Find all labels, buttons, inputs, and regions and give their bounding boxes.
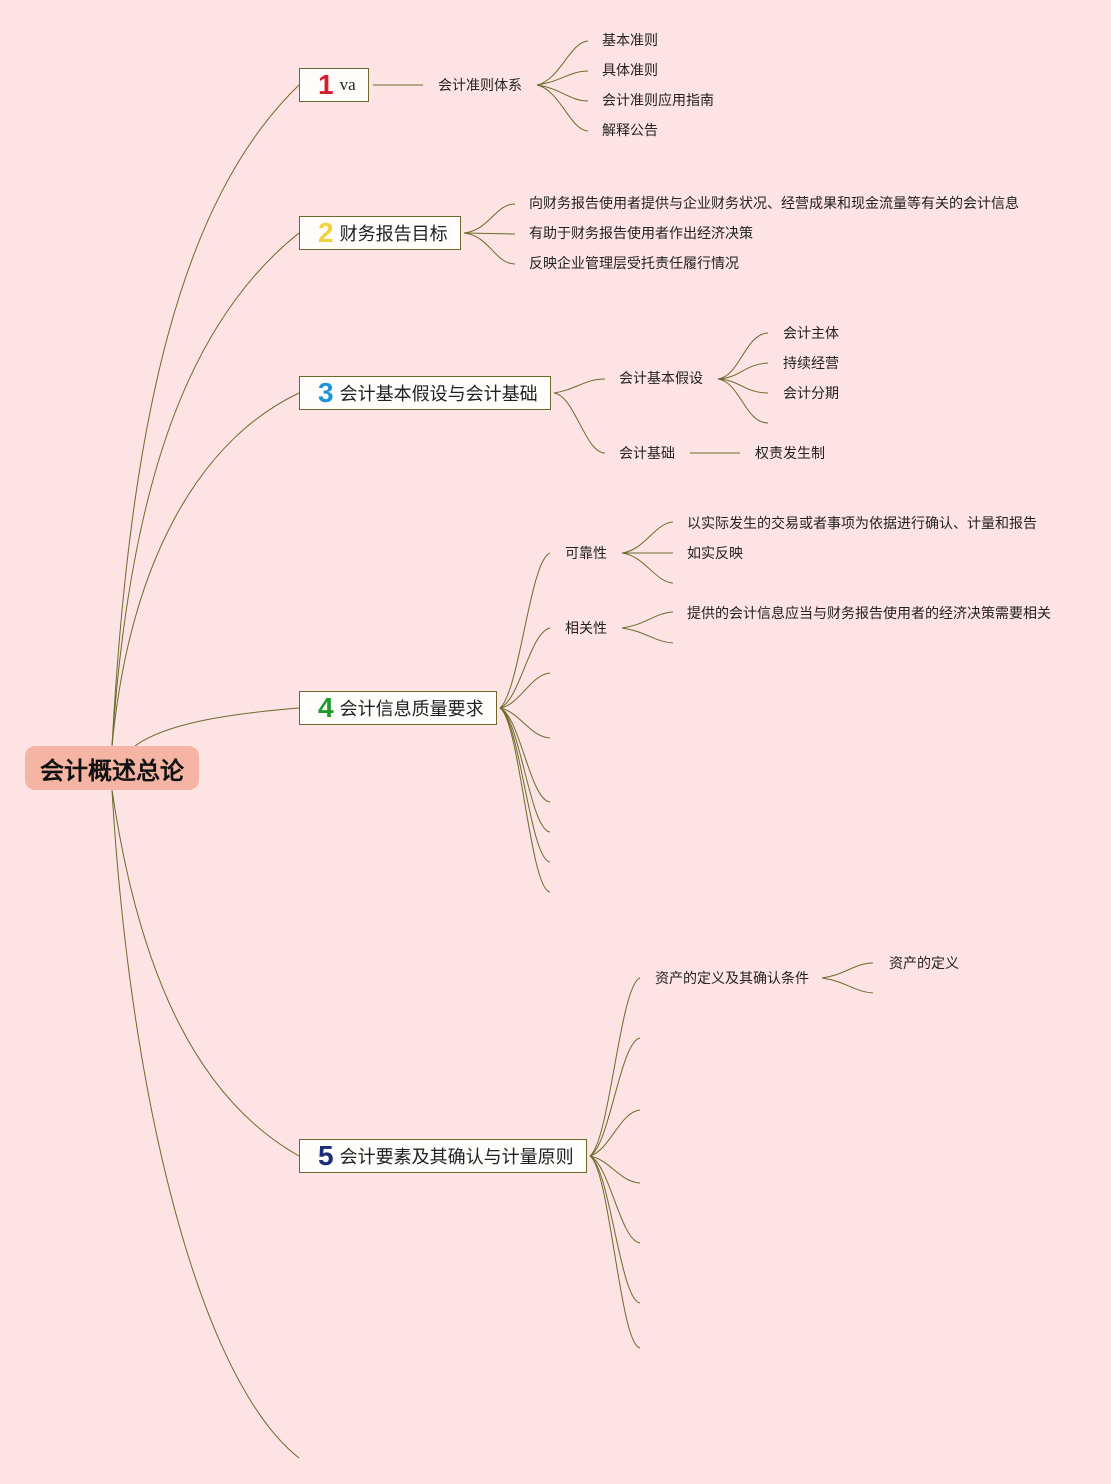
t4-sub-1[interactable]: 可靠性 (565, 546, 607, 562)
topic-3-number: 3 (318, 377, 334, 408)
link-t4-leaf4 (621, 611, 674, 629)
topic-4[interactable]: 4 会计信息质量要求 (299, 691, 497, 725)
link-t3-leaf3 (717, 378, 769, 394)
topic-2-number: 2 (318, 217, 334, 248)
link-t5-sub3 (589, 1109, 641, 1157)
link-t3-sub2 (553, 392, 606, 454)
link-t3-sub1 (553, 378, 606, 394)
link-t1-leaf1 (536, 40, 589, 86)
link-root-topic4 (134, 707, 300, 747)
topic-5-number: 5 (318, 1140, 334, 1171)
link-t4-sub4 (499, 707, 551, 739)
link-t5-sub5 (589, 1155, 641, 1244)
t4-leaf-3[interactable]: 提供的会计信息应当与财务报告使用者的经济决策需要相关 (687, 606, 1051, 622)
link-t5-sub1 (589, 977, 641, 1157)
link-root-topic5 (111, 789, 300, 1157)
topic-1-number: 1 (318, 69, 334, 100)
t5-leaf-1[interactable]: 资产的定义 (889, 956, 959, 972)
t4-leaf-1[interactable]: 以实际发生的交易或者事项为依据进行确认、计量和报告 (687, 516, 1037, 532)
link-t3-leaf4 (717, 378, 769, 424)
link-t4-leaf5 (621, 627, 674, 644)
t2-leaf-1[interactable]: 向财务报告使用者提供与企业财务状况、经营成果和现金流量等有关的会计信息 (529, 196, 1019, 212)
topic-2[interactable]: 2 财务报告目标 (299, 216, 461, 250)
link-t2-leaf2 (463, 232, 516, 235)
t3-leaf-1[interactable]: 会计主体 (783, 326, 839, 342)
link-t1-leaf4 (536, 84, 589, 132)
t2-leaf-3[interactable]: 反映企业管理层受托责任履行情况 (529, 256, 739, 272)
link-t5-sub7 (589, 1155, 641, 1349)
link-root-topic2 (111, 232, 300, 747)
t4-leaf-2[interactable]: 如实反映 (687, 546, 743, 562)
t1-leaf-3[interactable]: 会计准则应用指南 (602, 93, 714, 109)
link-t4-sub3 (499, 672, 551, 709)
t1-leaf-2[interactable]: 具体准则 (602, 63, 658, 79)
t3-sub-1[interactable]: 会计基本假设 (619, 371, 703, 387)
link-t1-leaf2 (536, 70, 589, 86)
topic-2-label: 财务报告目标 (339, 224, 448, 245)
t1-leaf-4[interactable]: 解释公告 (602, 123, 658, 139)
link-t5-sub6 (589, 1155, 641, 1304)
t5-sub-1[interactable]: 资产的定义及其确认条件 (655, 971, 809, 987)
topic-5[interactable]: 5 会计要素及其确认与计量原则 (299, 1139, 587, 1173)
link-root-topic1 (111, 84, 300, 747)
link-t4-sub2 (499, 627, 551, 709)
link-t4-sub6 (499, 707, 551, 833)
t3-sub-2[interactable]: 会计基础 (619, 446, 675, 462)
t3-leaf-2[interactable]: 持续经营 (783, 356, 839, 372)
link-t4-sub5 (499, 707, 551, 803)
link-t4-sub8 (499, 707, 551, 893)
t3-leaf-4[interactable]: 权责发生制 (755, 446, 825, 462)
topic-3-label: 会计基本假设与会计基础 (339, 384, 538, 405)
link-t5-leaf1 (821, 962, 874, 979)
link-t2-leaf1 (463, 203, 516, 234)
link-t4-leaf1 (621, 521, 674, 554)
topic-1[interactable]: 1 va (299, 68, 369, 102)
link-root-extra (111, 789, 300, 1459)
link-t3-leaf1 (717, 332, 769, 380)
topic-4-label: 会计信息质量要求 (339, 699, 484, 720)
topic-5-label: 会计要素及其确认与计量原则 (339, 1147, 574, 1168)
link-t2-leaf3 (463, 232, 516, 265)
link-t3-leaf2 (717, 362, 769, 380)
root-node[interactable]: 会计概述总论 (25, 746, 199, 790)
link-t4-sub1 (499, 552, 551, 709)
topic-1-label: va (339, 75, 356, 94)
link-root-topic3 (111, 392, 300, 747)
link-t1-leaf3 (536, 84, 589, 102)
t1-leaf-1[interactable]: 基本准则 (602, 33, 658, 49)
t4-sub-2[interactable]: 相关性 (565, 621, 607, 637)
link-t4-sub7 (499, 707, 551, 863)
link-t5-leaf2 (821, 977, 874, 994)
topic-3[interactable]: 3 会计基本假设与会计基础 (299, 376, 551, 410)
topic-4-number: 4 (318, 692, 334, 723)
t2-leaf-2[interactable]: 有助于财务报告使用者作出经济决策 (529, 226, 753, 242)
link-t4-leaf3 (621, 552, 674, 584)
t3-leaf-3[interactable]: 会计分期 (783, 386, 839, 402)
link-t5-sub4 (589, 1155, 641, 1184)
link-t5-sub2 (589, 1037, 641, 1157)
root-label: 会计概述总论 (40, 756, 184, 785)
t1-sub-1[interactable]: 会计准则体系 (438, 78, 522, 94)
